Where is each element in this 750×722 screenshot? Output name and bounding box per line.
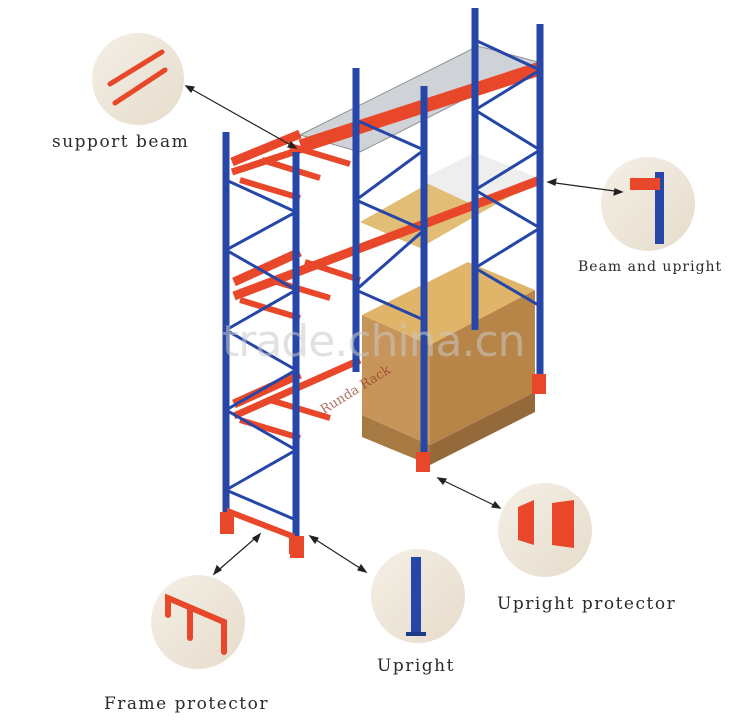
upright-protector-circle xyxy=(498,483,592,577)
upright-protector-icon xyxy=(518,500,574,548)
frame-protector-icon xyxy=(165,593,227,655)
white-panel xyxy=(420,152,538,208)
support-beam-label: support beam xyxy=(52,132,190,152)
frame-protector-rail xyxy=(227,507,295,554)
pointer-arrows xyxy=(184,85,624,576)
upright-icon xyxy=(406,557,426,636)
beam-upright-circle xyxy=(601,157,695,251)
frame-protector-label: Frame protector xyxy=(104,694,269,714)
pallet-load xyxy=(362,262,535,465)
frame-protector-circle xyxy=(151,575,245,669)
support-beam-icon xyxy=(107,49,168,106)
uprights xyxy=(222,8,544,556)
support-beam-circle xyxy=(92,33,184,125)
beam-and-upright-label: Beam and upright xyxy=(578,259,723,275)
watermark: trade.china.cn xyxy=(222,316,526,367)
frame-bracing xyxy=(222,38,544,522)
beam-upright-icon xyxy=(630,172,664,244)
upright-protector-label: Upright protector xyxy=(497,594,677,614)
upright-label: Upright xyxy=(377,656,455,676)
beams xyxy=(230,61,542,441)
